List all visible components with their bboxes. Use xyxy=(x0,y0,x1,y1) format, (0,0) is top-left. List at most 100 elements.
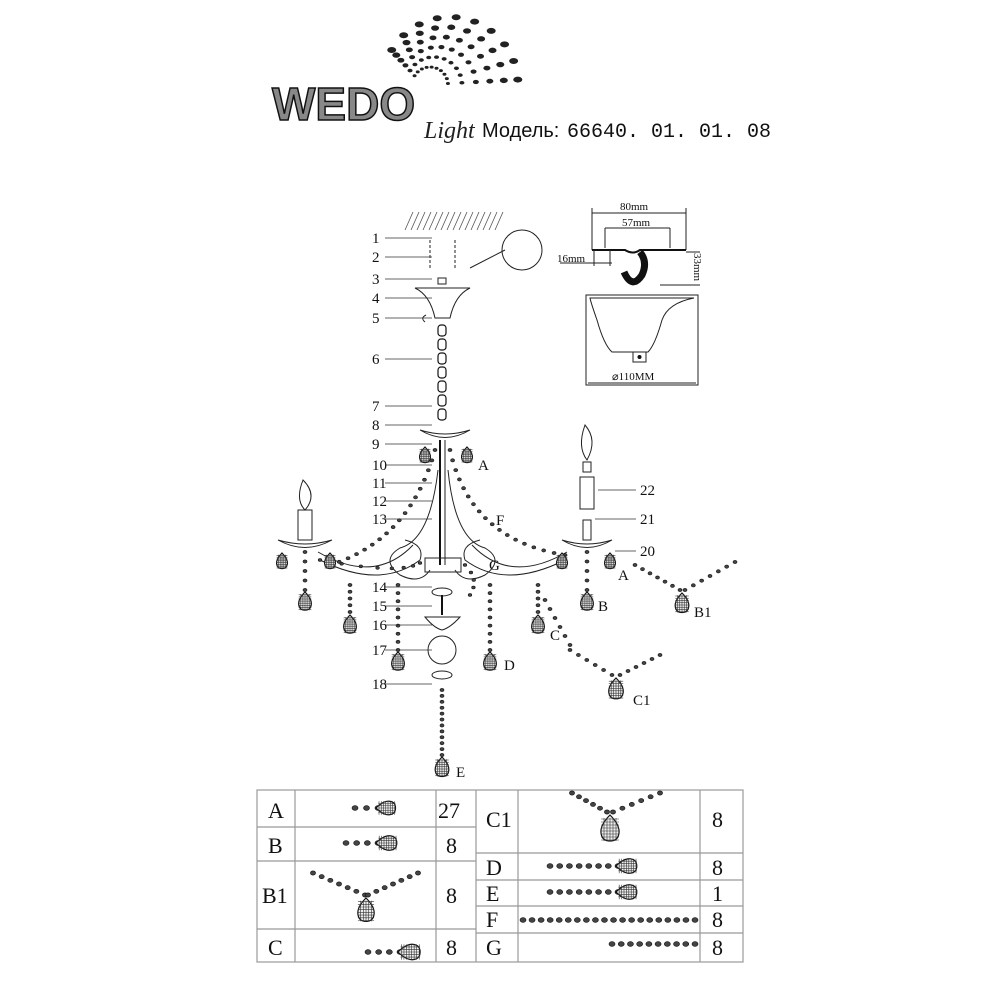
part-qty: 8 xyxy=(712,935,723,960)
letter-a-right: A xyxy=(618,568,629,584)
crystal-drop-icon xyxy=(580,591,594,611)
part-qty: 8 xyxy=(446,883,457,908)
bead xyxy=(584,658,590,662)
bead xyxy=(655,575,660,580)
chain-link xyxy=(437,408,447,421)
bead xyxy=(406,874,413,880)
bead xyxy=(390,881,396,887)
logo-dot xyxy=(426,55,432,60)
bead xyxy=(537,917,545,923)
bead xyxy=(384,531,389,536)
bead xyxy=(302,569,308,573)
bead xyxy=(617,673,623,677)
right-candle-sleeve xyxy=(579,476,595,510)
hatch-line xyxy=(404,211,414,231)
hatch-line xyxy=(458,211,468,231)
bead xyxy=(528,917,536,923)
bead xyxy=(655,917,663,923)
logo-dot xyxy=(513,76,523,83)
crystal-drop-icon xyxy=(375,835,398,851)
bead xyxy=(585,889,593,895)
bead xyxy=(375,566,380,570)
bead xyxy=(585,863,593,869)
logo-dot xyxy=(499,77,508,84)
part-code: F xyxy=(486,907,498,932)
bead xyxy=(647,571,653,576)
bead xyxy=(584,588,590,592)
bead xyxy=(497,528,502,532)
bead xyxy=(439,729,445,734)
bead xyxy=(415,870,421,876)
bead xyxy=(487,648,493,652)
bead xyxy=(569,790,575,796)
bead xyxy=(646,917,654,923)
bead xyxy=(640,567,645,572)
bead xyxy=(353,888,360,894)
logo-dot xyxy=(392,52,401,58)
left-candle-sleeve xyxy=(297,509,313,541)
bead xyxy=(566,863,573,869)
left-candle-bulb xyxy=(299,479,312,511)
callout-number: 8 xyxy=(372,418,380,434)
canopy-profile xyxy=(589,297,695,353)
crystal-drop-icon xyxy=(298,591,312,611)
logo-dot xyxy=(455,37,463,43)
bead xyxy=(351,805,359,811)
bead xyxy=(664,941,671,947)
logo-dot xyxy=(496,61,505,68)
crystal-drop-icon xyxy=(615,884,638,900)
bead xyxy=(450,458,455,463)
bead xyxy=(647,794,654,800)
bead xyxy=(386,949,393,955)
letter-b: B xyxy=(598,599,608,615)
logo-dot xyxy=(416,39,424,45)
logo-dot xyxy=(442,34,450,40)
logo-dot xyxy=(442,72,447,76)
bead xyxy=(395,631,401,636)
logo-dot xyxy=(409,55,416,60)
bead xyxy=(471,585,476,590)
logo-dot xyxy=(451,14,461,21)
crystal-drop-icon xyxy=(434,756,450,778)
bead xyxy=(483,516,488,520)
bead xyxy=(595,863,602,869)
crystal-drop-icon xyxy=(418,446,432,464)
bead xyxy=(707,574,713,578)
bead xyxy=(552,616,558,620)
model-label: Модель: xyxy=(482,120,559,142)
bead xyxy=(345,556,351,561)
bead xyxy=(562,634,568,638)
bead xyxy=(395,591,401,596)
bead xyxy=(617,941,625,947)
bead xyxy=(551,551,557,555)
chain xyxy=(437,324,447,421)
dim-33mm: 33mm xyxy=(691,253,703,282)
logo-dot xyxy=(417,49,424,54)
bead xyxy=(395,583,401,587)
hatch-line xyxy=(434,211,444,231)
crystal-drop-icon xyxy=(375,800,397,816)
crystal-drop-icon xyxy=(674,592,690,614)
bead xyxy=(595,889,602,895)
logo-text: WEDO xyxy=(272,78,415,130)
chain-link xyxy=(437,324,447,337)
letter-g: G xyxy=(489,558,500,574)
logo-dot xyxy=(486,78,494,84)
bead xyxy=(467,593,473,597)
bead xyxy=(476,509,482,514)
letter-f: F xyxy=(496,513,504,529)
bead xyxy=(627,941,634,947)
bead xyxy=(487,639,493,644)
chain-link xyxy=(437,380,447,393)
bead xyxy=(398,877,405,883)
callout-number: 22 xyxy=(640,483,655,499)
crystal-strings xyxy=(275,446,738,778)
bead xyxy=(347,589,353,594)
bead xyxy=(691,583,696,588)
bead xyxy=(354,552,359,557)
logo-dot xyxy=(412,74,417,78)
part-qty: 8 xyxy=(446,833,457,858)
